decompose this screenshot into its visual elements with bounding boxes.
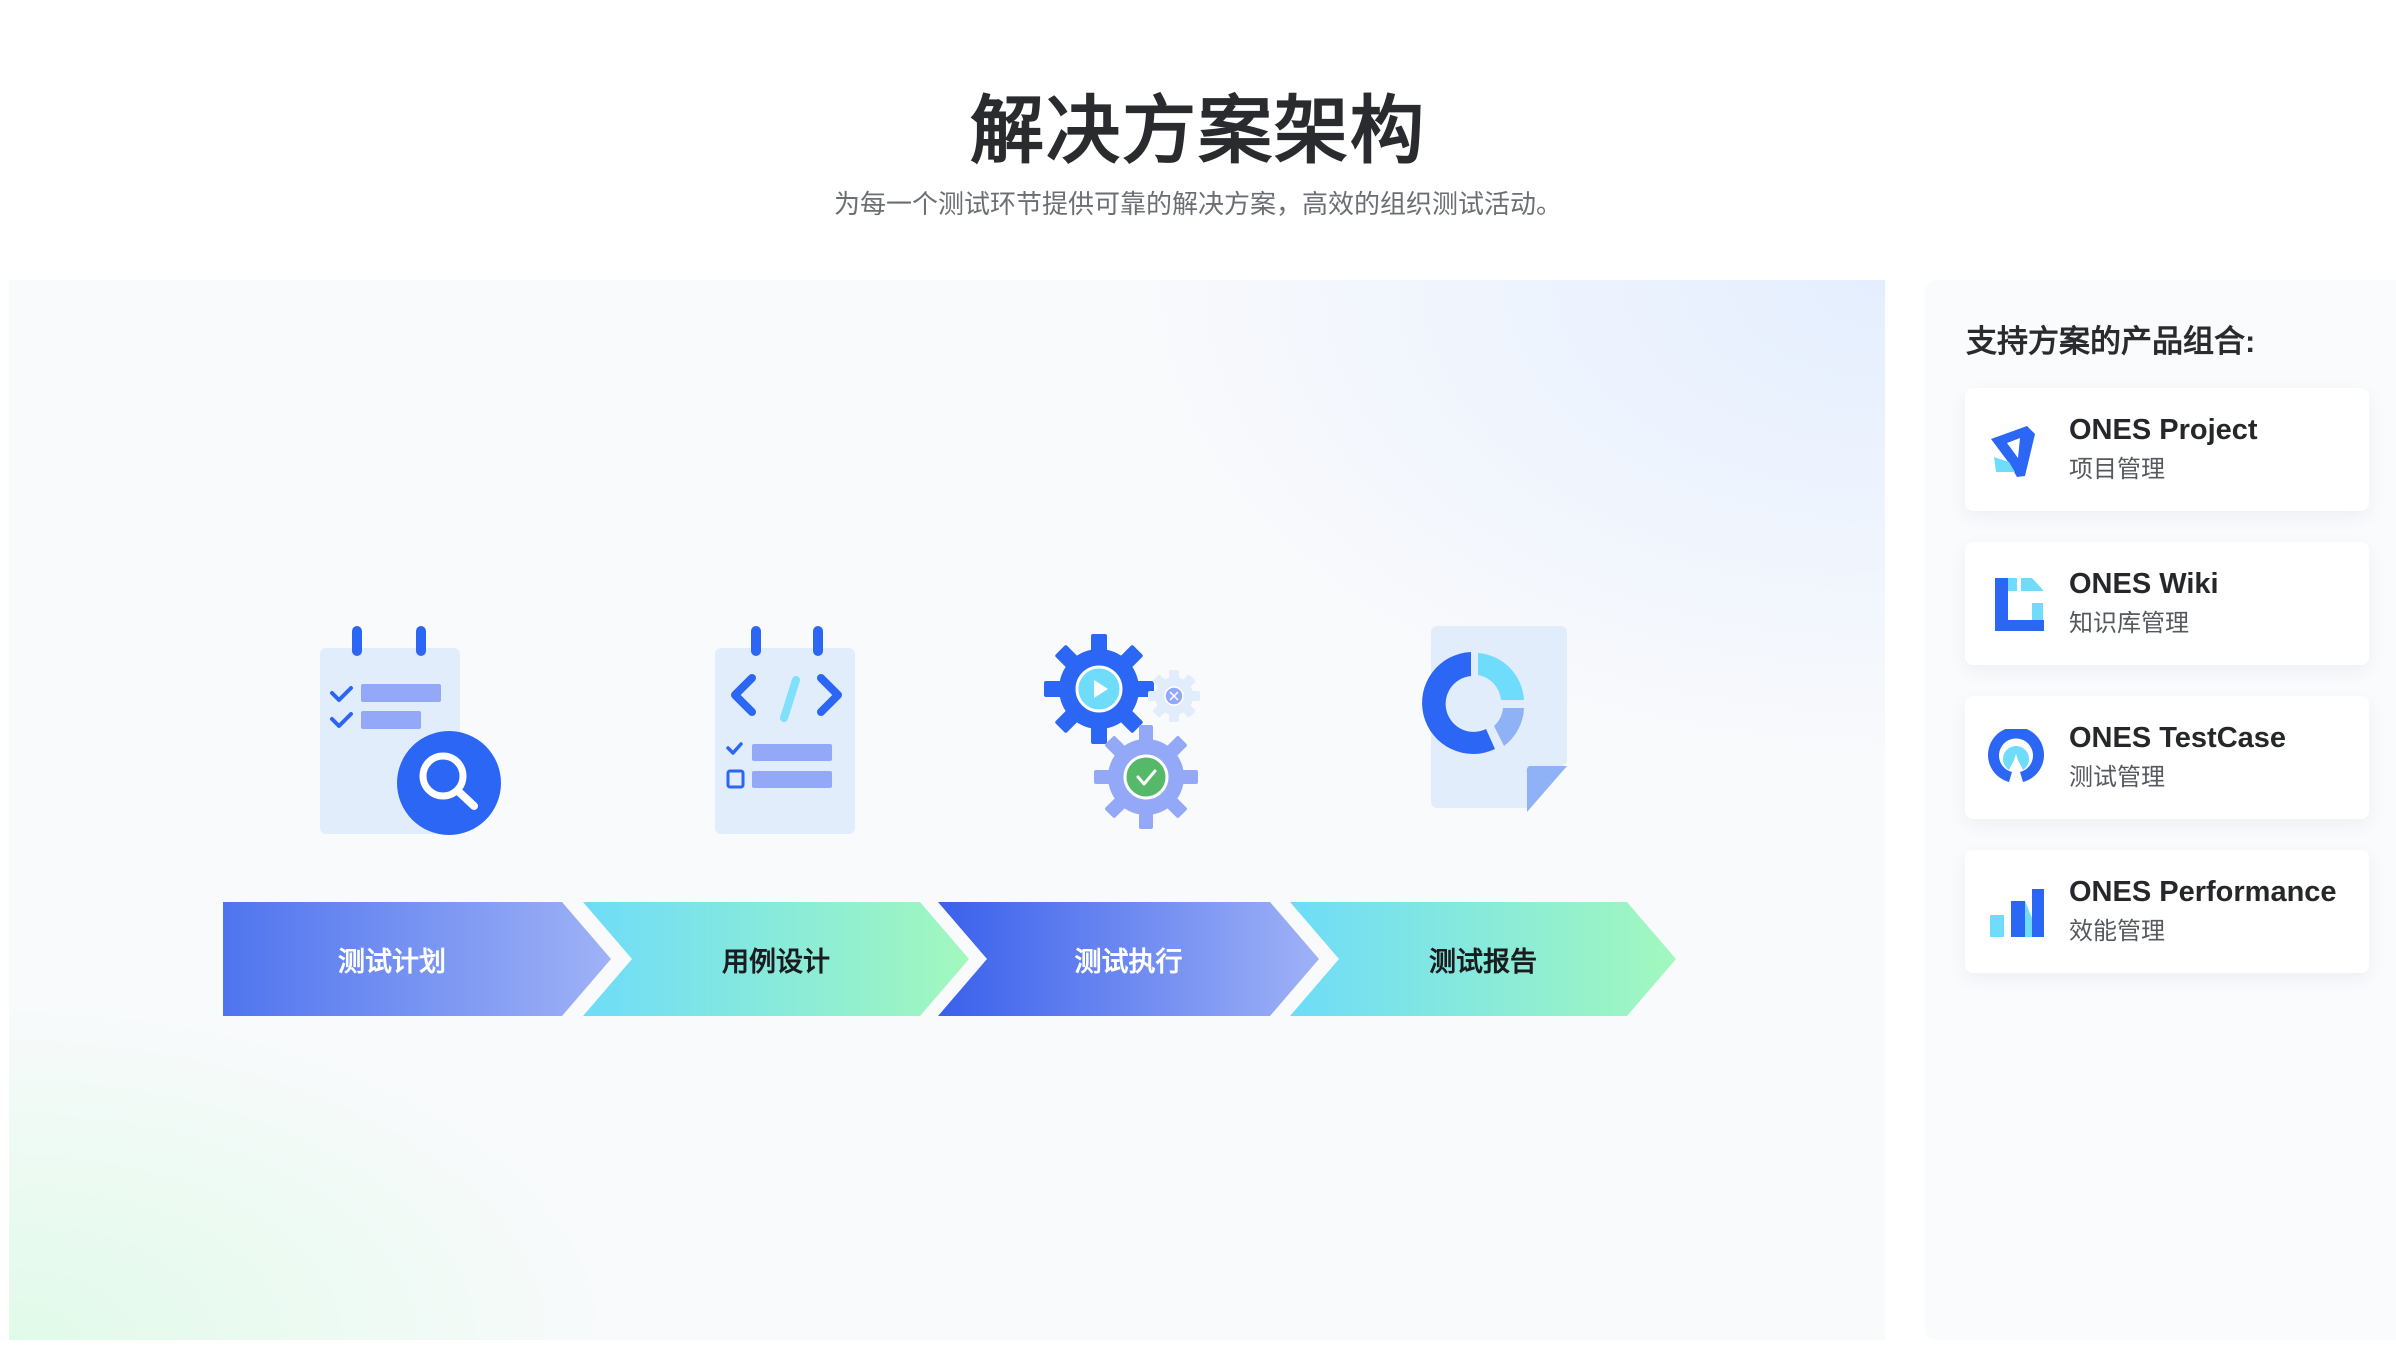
flow-step-case-design[interactable]: 用例设计 <box>583 902 969 1016</box>
product-combination-title: 支持方案的产品组合: <box>1966 324 2256 359</box>
flow-step-label: 用例设计 <box>722 946 830 977</box>
flow-step-label: 测试计划 <box>338 946 446 977</box>
product-name: ONES Wiki <box>2069 568 2219 600</box>
ones-project-logo-icon <box>1987 421 2045 479</box>
solution-architecture-panel: 测试计划 用例设计 测试执行 <box>9 280 1885 1340</box>
product-desc: 项目管理 <box>2069 456 2165 483</box>
product-name: ONES Project <box>2069 414 2258 446</box>
ones-performance-logo-icon <box>1987 883 2045 941</box>
product-combination-panel: 支持方案的产品组合: ONES Project 项目管理 ONES Wiki 知… <box>1925 280 2396 1340</box>
product-card-ones-project[interactable]: ONES Project 项目管理 <box>1965 388 2369 511</box>
product-desc: 效能管理 <box>2069 918 2165 945</box>
page-title: 解决方案架构 <box>970 88 1426 172</box>
test-execution-icon <box>1029 616 1289 846</box>
page-subtitle: 为每一个测试环节提供可靠的解决方案，高效的组织测试活动。 <box>833 189 1562 219</box>
product-desc: 测试管理 <box>2069 764 2165 791</box>
product-card-ones-testcase[interactable]: ONES TestCase 测试管理 <box>1965 696 2369 819</box>
ones-testcase-logo-icon <box>1987 729 2045 787</box>
flow-step-test-execution[interactable]: 测试执行 <box>938 902 1319 1016</box>
test-plan-icon <box>300 620 560 850</box>
case-design-icon <box>685 620 945 850</box>
flow-step-test-plan[interactable]: 测试计划 <box>223 902 611 1016</box>
flow-step-label: 测试执行 <box>1074 946 1183 977</box>
product-name: ONES Performance <box>2069 876 2337 908</box>
product-card-ones-performance[interactable]: ONES Performance 效能管理 <box>1965 850 2369 973</box>
ones-wiki-logo-icon <box>1987 575 2045 633</box>
flow-step-label: 测试报告 <box>1429 946 1537 977</box>
product-name: ONES TestCase <box>2069 722 2287 754</box>
flow-step-test-report[interactable]: 测试报告 <box>1290 902 1676 1016</box>
test-report-icon <box>1381 616 1641 846</box>
product-desc: 知识库管理 <box>2069 610 2189 637</box>
product-card-ones-wiki[interactable]: ONES Wiki 知识库管理 <box>1965 542 2369 665</box>
